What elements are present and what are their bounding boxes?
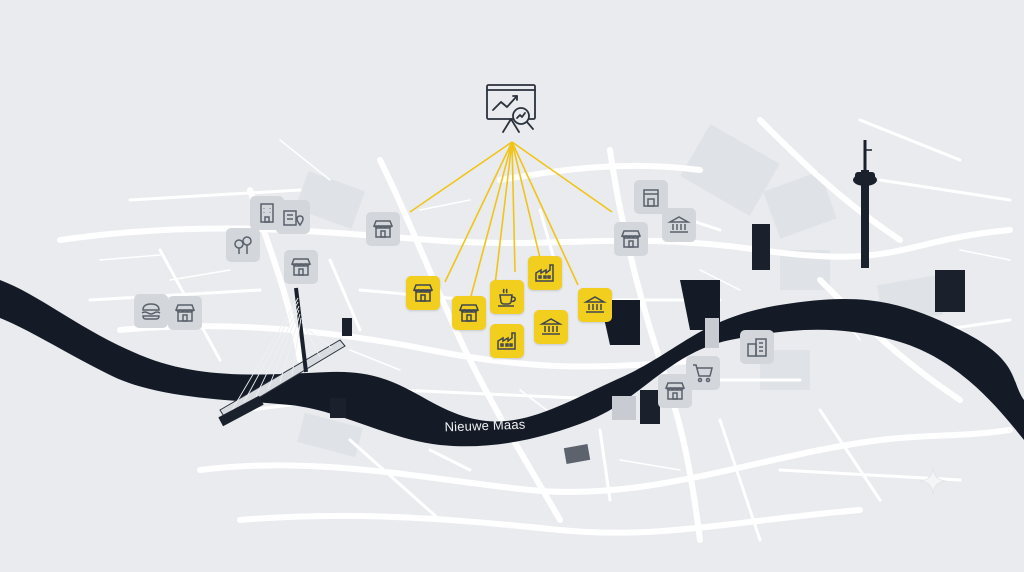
office-building-icon[interactable]: [740, 330, 774, 364]
office-building-icon[interactable]: [634, 180, 668, 214]
tv-tower-icon: [853, 140, 877, 268]
bank-icon[interactable]: [534, 310, 568, 344]
factory-icon[interactable]: [490, 324, 524, 358]
river-nieuwe-maas: [0, 280, 1024, 447]
storefront-icon[interactable]: [658, 374, 692, 408]
sparkle-icon: [919, 467, 947, 495]
trees-icon[interactable]: [226, 228, 260, 262]
factory-icon[interactable]: [528, 256, 562, 290]
analytics-chart-magnifier-icon[interactable]: [481, 82, 541, 138]
building-pin-icon[interactable]: [276, 200, 310, 234]
bank-icon[interactable]: [662, 208, 696, 242]
shopping-cart-icon[interactable]: [686, 356, 720, 390]
burger-icon[interactable]: [134, 294, 168, 328]
storefront-icon[interactable]: [614, 222, 648, 256]
dark-buildings: [330, 224, 965, 424]
bank-icon[interactable]: [578, 288, 612, 322]
storefront-icon[interactable]: [168, 296, 202, 330]
storefront-icon[interactable]: [406, 276, 440, 310]
coffee-cup-icon[interactable]: [490, 280, 524, 314]
storefront-icon[interactable]: [284, 250, 318, 284]
storefront-icon[interactable]: [366, 212, 400, 246]
cable-bridge-icon: [218, 287, 346, 427]
storefront-icon[interactable]: [452, 296, 486, 330]
map-blocks: [294, 124, 944, 458]
connector-lines: [409, 141, 613, 301]
